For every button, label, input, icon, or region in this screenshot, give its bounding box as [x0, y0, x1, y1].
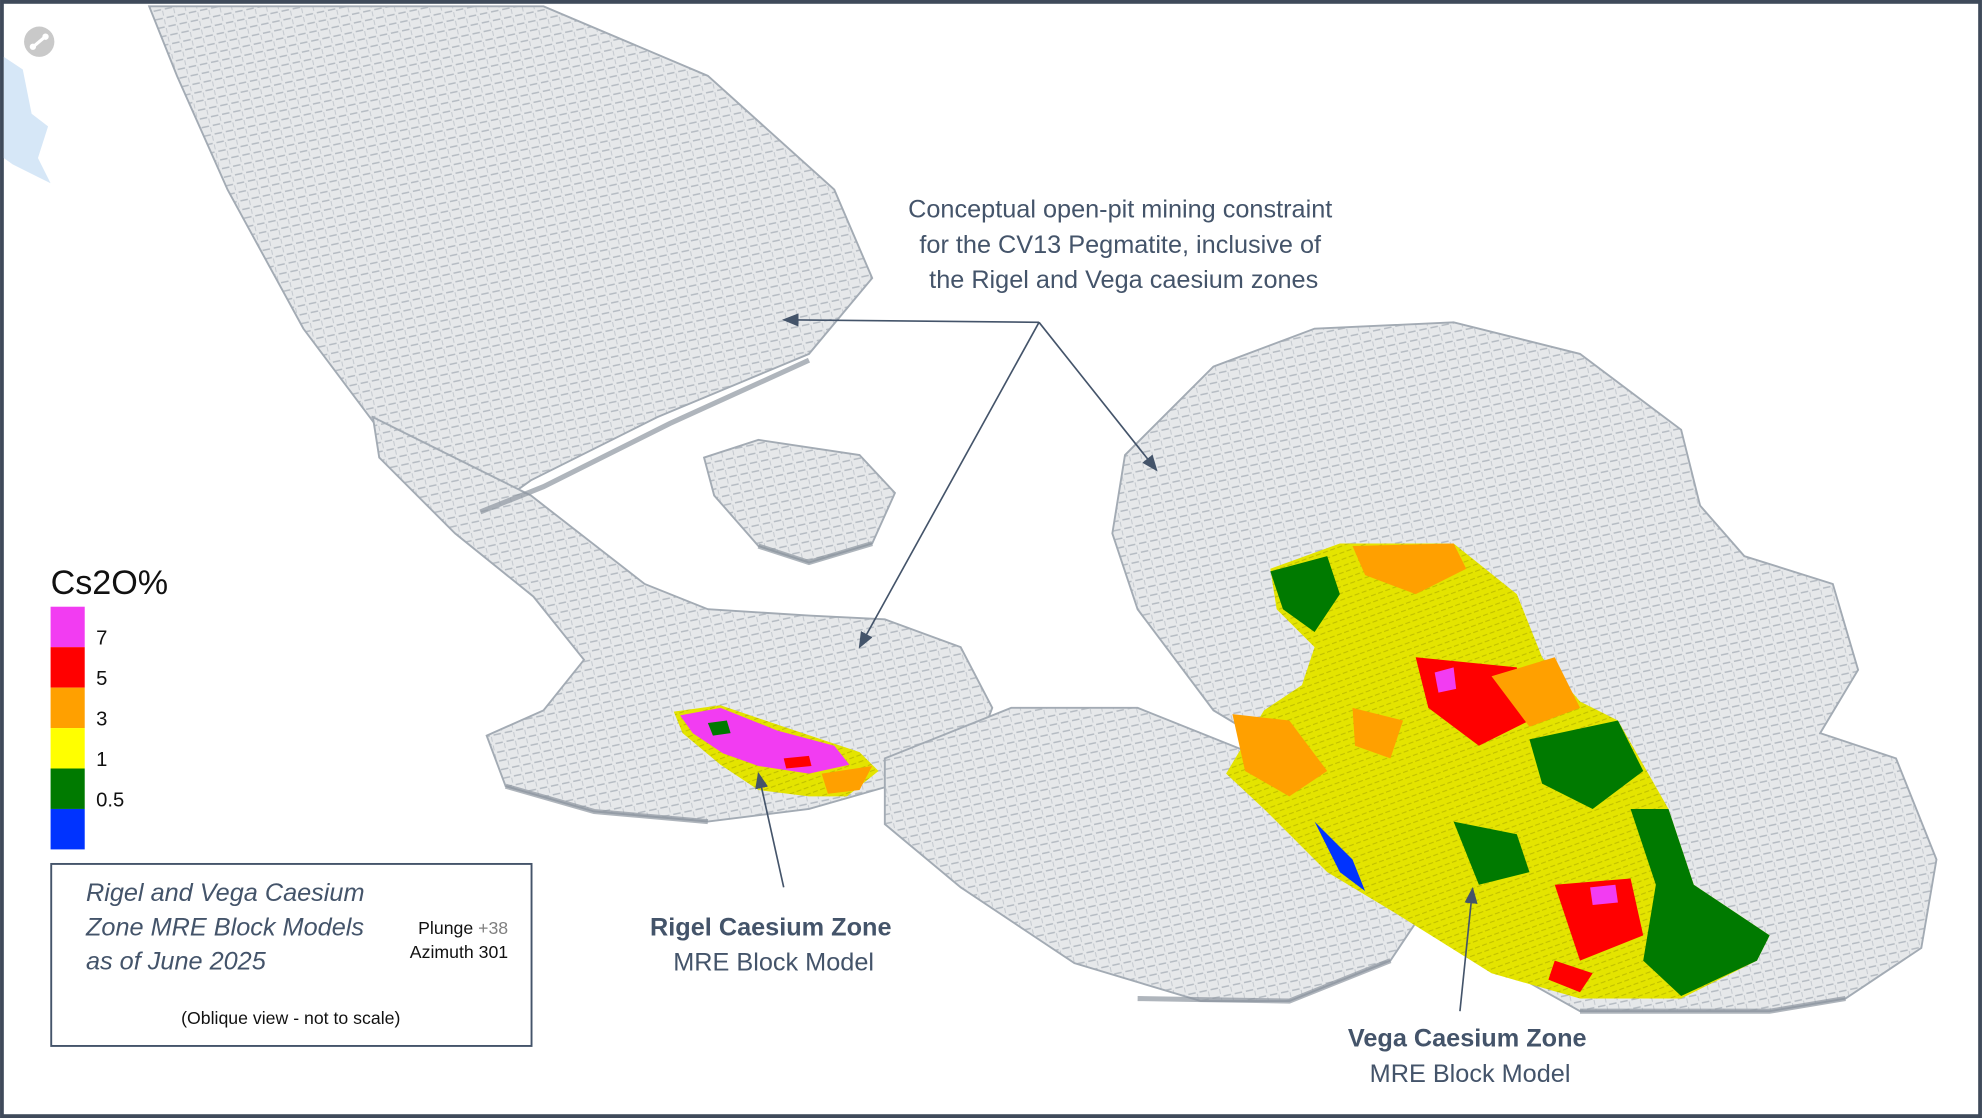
legend-swatch	[50, 606, 85, 648]
legend-swatch	[50, 808, 85, 850]
pit-shadows	[479, 357, 1846, 1014]
grade-legend: Cs2O% 7 5 3 1 0.5	[50, 564, 169, 850]
callout-line-2: for the CV13 Pegmatite, inclusive of	[919, 231, 1322, 259]
plunge-label: Plunge	[418, 918, 473, 938]
callout-line-1: Conceptual open-pit mining constraint	[908, 195, 1332, 223]
arrow-to-central-pit	[858, 321, 1040, 649]
info-title-line-2: Zone MRE Block Models	[85, 913, 364, 941]
pit-shell-northwest	[147, 5, 874, 513]
legend-swatch	[50, 687, 85, 729]
legend-swatch	[50, 647, 85, 688]
arrow-to-northwest-pit	[782, 313, 1040, 327]
info-box: Rigel and Vega Caesium Zone MRE Block Mo…	[50, 862, 533, 1047]
vega-title: Vega Caesium Zone	[1348, 1025, 1587, 1053]
vega-subtitle: MRE Block Model	[1370, 1060, 1571, 1088]
plunge-value: +38	[478, 918, 508, 938]
arrow-to-east-pit	[1038, 321, 1158, 472]
azimuth-readout: Azimuth 301	[410, 942, 508, 962]
callout-line-3: the Rigel and Vega caesium zones	[929, 266, 1318, 294]
info-title-line-1: Rigel and Vega Caesium	[86, 879, 365, 907]
legend-label: 7	[96, 628, 107, 650]
rigel-block-model	[673, 705, 879, 797]
callout-arrows	[755, 313, 1478, 1012]
legend-label: 5	[96, 668, 107, 690]
water-body	[3, 56, 51, 184]
rigel-subtitle: MRE Block Model	[673, 949, 874, 977]
legend-label: 0.5	[96, 789, 124, 811]
plunge-readout: Plunge +38	[418, 918, 508, 938]
info-title: Rigel and Vega Caesium Zone MRE Block Mo…	[85, 879, 372, 975]
legend-swatch	[50, 768, 85, 809]
rigel-title: Rigel Caesium Zone	[650, 913, 891, 941]
legend-label: 1	[96, 749, 107, 771]
legend-label: 3	[96, 709, 107, 731]
legend-swatch	[50, 728, 85, 769]
rigel-label: Rigel Caesium Zone MRE Block Model	[650, 913, 897, 976]
vega-label: Vega Caesium Zone MRE Block Model	[1348, 1025, 1592, 1088]
scale-note: (Oblique view - not to scale)	[181, 1008, 400, 1028]
share-icon	[24, 26, 55, 57]
legend-title: Cs2O%	[51, 564, 169, 602]
arrow-to-rigel	[755, 771, 785, 888]
info-title-line-3: as of June 2025	[86, 947, 267, 975]
pit-shell-central	[371, 415, 994, 823]
arrow-to-vega	[1459, 886, 1478, 1012]
pit-constraint-callout: Conceptual open-pit mining constraint fo…	[908, 195, 1339, 294]
vega-block-model	[1226, 543, 1770, 999]
